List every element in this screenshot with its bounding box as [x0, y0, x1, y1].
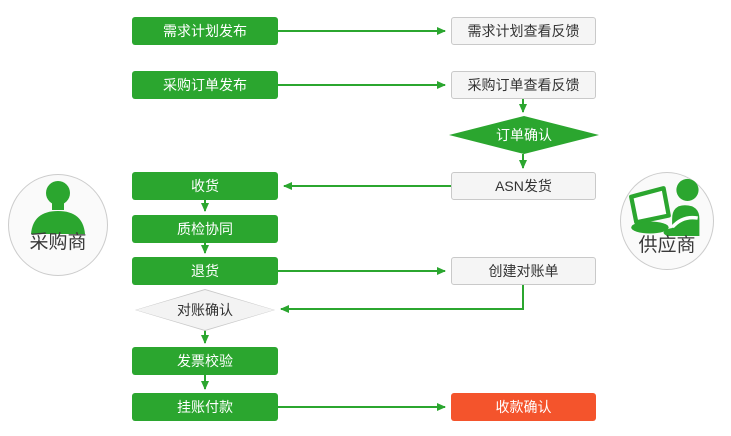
person-icon	[31, 181, 85, 234]
arrow-statement-to-reconciliation	[280, 284, 524, 313]
node-return-goods: 退货	[132, 257, 278, 285]
node-po-publish: 采购订单发布	[132, 71, 278, 99]
node-receive-goods: 收货	[132, 172, 278, 200]
actor-supplier: 供应商	[620, 172, 714, 270]
actor-buyer: 采购商	[8, 174, 108, 276]
node-create-statement: 创建对账单	[451, 257, 596, 285]
person-laptop-icon	[629, 178, 700, 236]
node-payment-on-account: 挂账付款	[132, 393, 278, 421]
buyer-label: 采购商	[29, 232, 87, 253]
node-demand-plan-publish: 需求计划发布	[132, 17, 278, 45]
supplier-label: 供应商	[638, 235, 696, 256]
node-demand-plan-feedback: 需求计划查看反馈	[451, 17, 596, 45]
node-quality-inspection: 质检协同	[132, 215, 278, 243]
node-payment-confirm: 收款确认	[451, 393, 596, 421]
node-asn-ship: ASN发货	[451, 172, 596, 200]
node-po-feedback: 采购订单查看反馈	[451, 71, 596, 99]
node-invoice-verify: 发票校验	[132, 347, 278, 375]
